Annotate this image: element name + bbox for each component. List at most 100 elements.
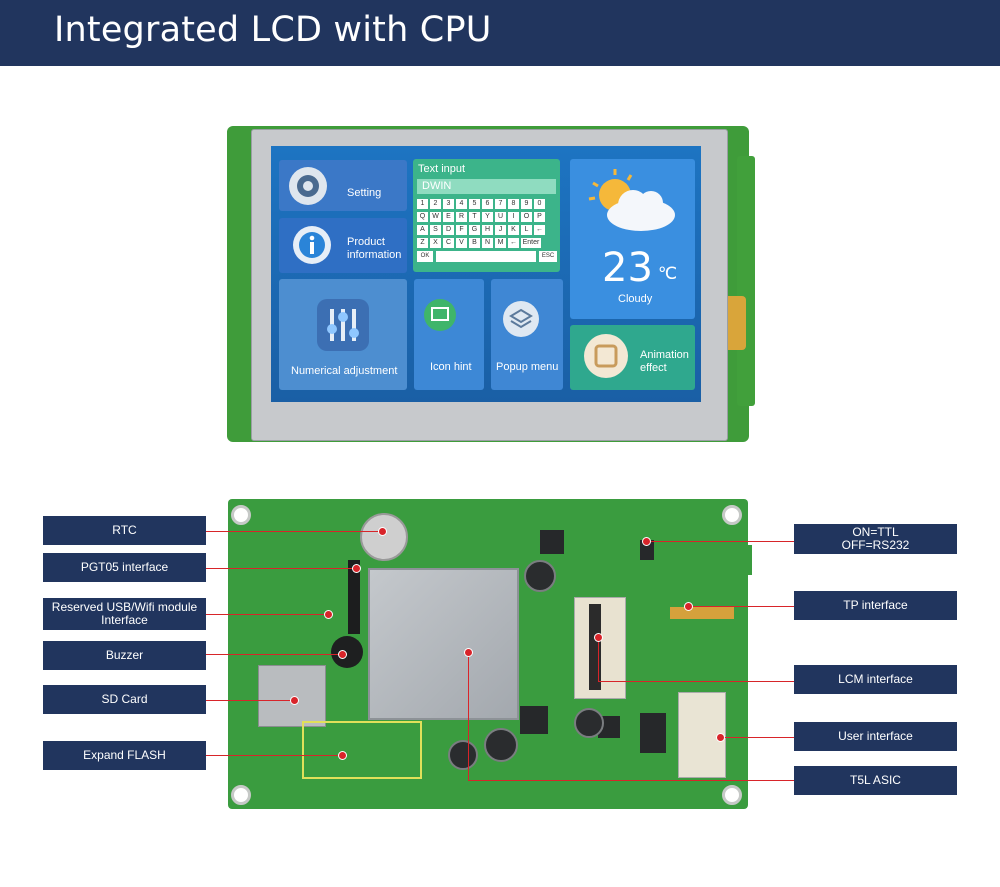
keyboard-key: ← [508,238,519,248]
leader-line-tp [688,606,794,607]
keyboard-key: I [508,212,519,222]
keyboard-key: W [430,212,441,222]
leader-line-flash [206,755,342,756]
product-information-tile: Product information [279,218,407,273]
lcm-slot [589,604,601,690]
capacitor [574,708,604,738]
leader-line-ttl [646,541,794,542]
keyboard-row-bottom: OK ESC [417,251,557,262]
icon-hint-label: Icon hint [430,361,472,373]
product-information-label: Product information [347,236,402,261]
cpu-shield [368,568,519,720]
keyboard-key: C [443,238,454,248]
keyboard-key: O [521,212,532,222]
keyboard-key: F [456,225,467,235]
keyboard-key: Enter [521,238,541,248]
keyboard-key: 2 [430,199,441,209]
mounting-hole [722,785,742,805]
leader-dot [290,696,299,705]
keyboard-key: P [534,212,545,222]
callout-buzzer: Buzzer [43,641,206,670]
icon-hint-tile: Icon hint [414,279,484,390]
ic-chip [520,706,548,734]
sliders-icon [317,299,369,351]
callout-tp-interface: TP interface [794,591,957,620]
leader-line-pgt05 [206,568,356,569]
buzzer-component [331,636,363,668]
keyboard-key: R [456,212,467,222]
keyboard-key: 5 [469,199,480,209]
keyboard-key: Z [417,238,428,248]
info-icon [293,226,331,264]
ic-chip [640,713,666,753]
keyboard-key: V [456,238,467,248]
leader-dot [378,527,387,536]
pcb-edge [737,156,755,406]
keyboard-key: 7 [495,199,506,209]
capacitor [484,728,518,762]
space-key [436,251,536,262]
keyboard-key: J [495,225,506,235]
leader-dot [352,564,361,573]
mounting-hole [231,505,251,525]
animation-effect-tile: Animation effect [570,325,695,390]
numerical-adjustment-label: Numerical adjustment [291,365,398,377]
setting-label: Setting [347,187,382,199]
leader-line-lcm-v [598,637,599,681]
leader-dot [684,602,693,611]
leader-dot [324,610,333,619]
leader-dot [338,751,347,760]
temperature-value: 23 [602,245,653,291]
leader-dot [464,648,473,657]
layers-icon [503,301,539,337]
leader-dot [338,650,347,659]
keyboard-key: D [443,225,454,235]
touch-fpc-cable [724,296,746,350]
callout-rtc: RTC [43,516,206,545]
leader-dot [716,733,725,742]
text-input-field: DWIN [417,179,556,194]
page-title: Integrated LCD with CPU [54,10,492,50]
keyboard-key: U [495,212,506,222]
leader-dot [642,537,651,546]
pin-header [348,560,360,634]
lcm-connector [574,597,626,699]
rtc-battery [360,513,408,561]
keyboard-key: 0 [534,199,545,209]
esc-key: ESC [539,251,557,262]
keyboard-key: B [469,238,480,248]
keyboard-key: 6 [482,199,493,209]
leader-line-lcm [598,681,794,682]
keyboard-key: X [430,238,441,248]
keyboard-key: ← [534,225,545,235]
keyboard-key: E [443,212,454,222]
keyboard-key: Q [417,212,428,222]
keyboard-key: 4 [456,199,467,209]
sd-card-slot [258,665,326,727]
leader-dot [594,633,603,642]
callout-lcm-interface: LCM interface [794,665,957,694]
leader-line-buzzer [206,654,342,655]
temperature-unit: ℃ [658,264,678,283]
leader-line-usb [206,614,328,615]
popup-menu-label: Popup menu [496,361,559,373]
capacitor [524,560,556,592]
callout-sd-card: SD Card [43,685,206,714]
keyboard-key: A [417,225,428,235]
animation-icon [584,334,628,378]
keyboard-key: Y [482,212,493,222]
ok-key: OK [417,251,433,262]
keyboard-key: L [521,225,532,235]
keyboard-key: S [430,225,441,235]
window-icon [424,299,456,331]
capacitor [448,740,478,770]
leader-line-user [720,737,794,738]
keyboard-key: T [469,212,480,222]
leader-line-t5l-v [468,652,469,780]
numerical-adjustment-tile: Numerical adjustment [279,279,407,390]
animation-effect-label: Animation effect [640,349,689,374]
